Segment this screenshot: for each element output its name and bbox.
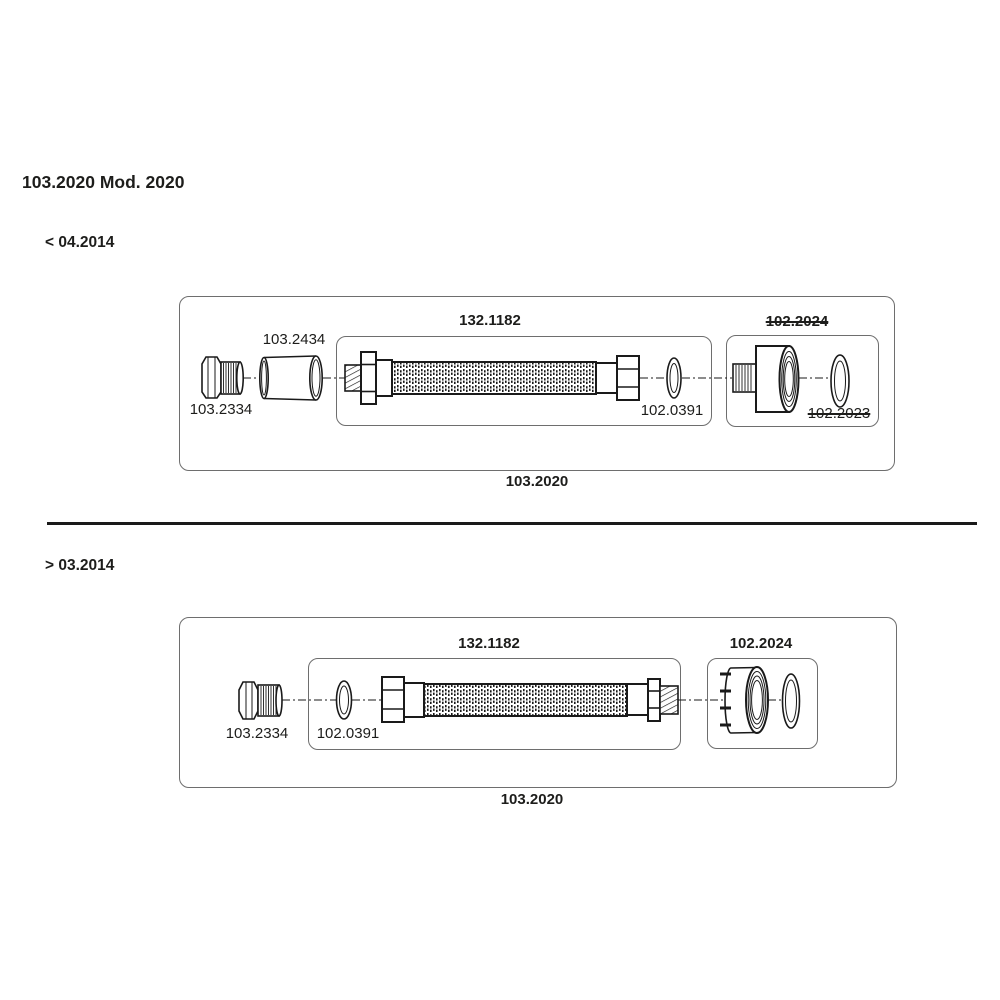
part-label-washer-bottom: 102.0391 <box>316 725 380 742</box>
page-title: 103.2020 Mod. 2020 <box>22 172 185 192</box>
capnut-subbox-bottom <box>707 658 818 749</box>
section-divider <box>47 522 977 525</box>
period-label-after: > 03.2014 <box>45 557 115 574</box>
part-label-hose-top: 132.1182 <box>459 312 521 329</box>
part-label-sleeve: 103.2434 <box>262 331 326 348</box>
part-label-fitting-bottom: 103.2334 <box>225 725 289 742</box>
period-label-before: < 04.2014 <box>45 234 115 251</box>
hose-subbox-bottom <box>308 658 681 750</box>
part-label-adapter-superseded: 102.2024 <box>765 313 829 330</box>
part-label-adapter-washer-superseded: 102.2023 <box>807 405 871 422</box>
assembly-caption-top: 103.2020 <box>505 473 569 490</box>
part-label-fitting-top: 103.2334 <box>189 401 253 418</box>
assembly-box-top <box>179 296 895 471</box>
assembly-box-bottom <box>179 617 897 788</box>
part-label-washer-top: 102.0391 <box>640 402 704 419</box>
hose-subbox-top <box>336 336 712 426</box>
assembly-caption-bottom: 103.2020 <box>500 791 564 808</box>
part-label-hose-bottom: 132.1182 <box>458 635 520 652</box>
part-label-capnut: 102.2024 <box>729 635 793 652</box>
adapter-subbox-top <box>726 335 879 427</box>
